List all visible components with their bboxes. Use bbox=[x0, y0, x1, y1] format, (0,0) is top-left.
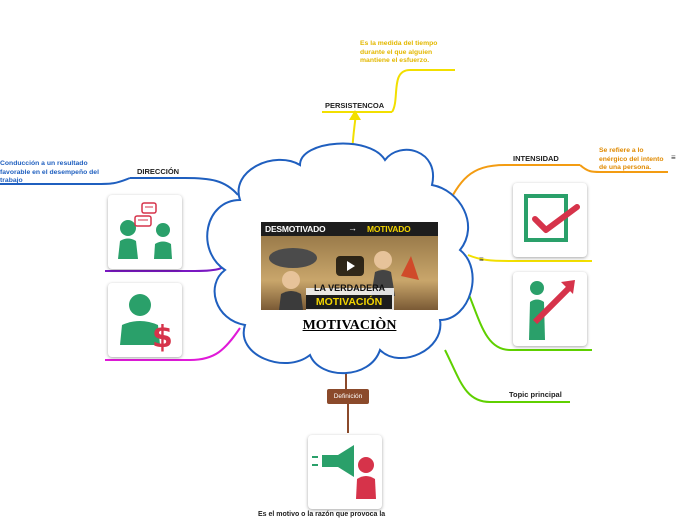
branch-label-direccion[interactable]: DIRECCIÓN bbox=[137, 167, 180, 176]
note-direccion: Conducción a un resultado favorable en e… bbox=[0, 160, 99, 186]
growth-arrow-person-icon[interactable] bbox=[513, 272, 587, 346]
branch-line-topic bbox=[444, 349, 570, 403]
megaphone-person-icon[interactable] bbox=[308, 435, 382, 509]
play-button[interactable] bbox=[336, 256, 364, 276]
video-right-label: MOTIVADO bbox=[367, 224, 411, 234]
video-left-label: DESMOTIVADO bbox=[265, 224, 326, 234]
branch-line-intensidad-note bbox=[579, 164, 668, 173]
branch-line-persistencia-note bbox=[391, 69, 455, 113]
note-definicion: Es el motivo o la razón que provoca la bbox=[258, 511, 386, 518]
central-title[interactable]: MOTIVACIÒN bbox=[302, 318, 397, 333]
note-line: trabajo bbox=[0, 177, 23, 184]
branch-label-intensidad[interactable]: INTENSIDAD bbox=[513, 154, 559, 163]
arrow-right-icon: → bbox=[348, 223, 357, 233]
note-line: de una persona. bbox=[599, 164, 652, 171]
note-line: durante el que alguien bbox=[360, 48, 433, 56]
branch-line-magenta bbox=[105, 327, 241, 361]
note-line: Conducción a un resultado bbox=[0, 160, 88, 167]
note-line: enérgico del intento bbox=[599, 155, 664, 163]
branch-label-persistencia[interactable]: PERSISTENCOA bbox=[325, 101, 385, 110]
central-video-thumbnail[interactable]: DESMOTIVADO → MOTIVADO LA VERDADERA MOTI… bbox=[261, 222, 438, 310]
note-intensidad: Se refiere a lo enérgico del intento de … bbox=[599, 147, 664, 173]
menu-icon[interactable]: ≡ bbox=[479, 255, 484, 264]
branch-line-yellow2 bbox=[467, 254, 592, 262]
menu-icon[interactable]: ≡ bbox=[671, 153, 676, 162]
arrow-up-icon bbox=[349, 110, 361, 120]
note-line: Es la medida del tiempo bbox=[360, 40, 438, 47]
branch-line-direccion bbox=[130, 177, 239, 196]
svg-text:$: $ bbox=[152, 320, 173, 355]
branch-label-definicion[interactable]: Definición bbox=[327, 389, 369, 404]
play-icon bbox=[347, 261, 355, 271]
note-line: favorable en el desempeño del bbox=[0, 168, 99, 176]
checkbox-icon[interactable] bbox=[513, 183, 587, 257]
person-dollar-icon[interactable]: $ bbox=[108, 283, 182, 357]
video-line2: MOTIVACIÓN bbox=[306, 295, 392, 309]
branch-line-direccion-note bbox=[0, 177, 131, 185]
note-line: mantiene el esfuerzo. bbox=[360, 57, 430, 64]
chat-people-icon[interactable] bbox=[108, 195, 182, 269]
branch-label-topic[interactable]: Topic principal bbox=[509, 390, 562, 399]
note-line: Se refiere a lo bbox=[599, 147, 644, 154]
note-persistencia: Es la medida del tiempo durante el que a… bbox=[360, 40, 437, 66]
video-line1: LA VERDADERA bbox=[314, 283, 386, 293]
